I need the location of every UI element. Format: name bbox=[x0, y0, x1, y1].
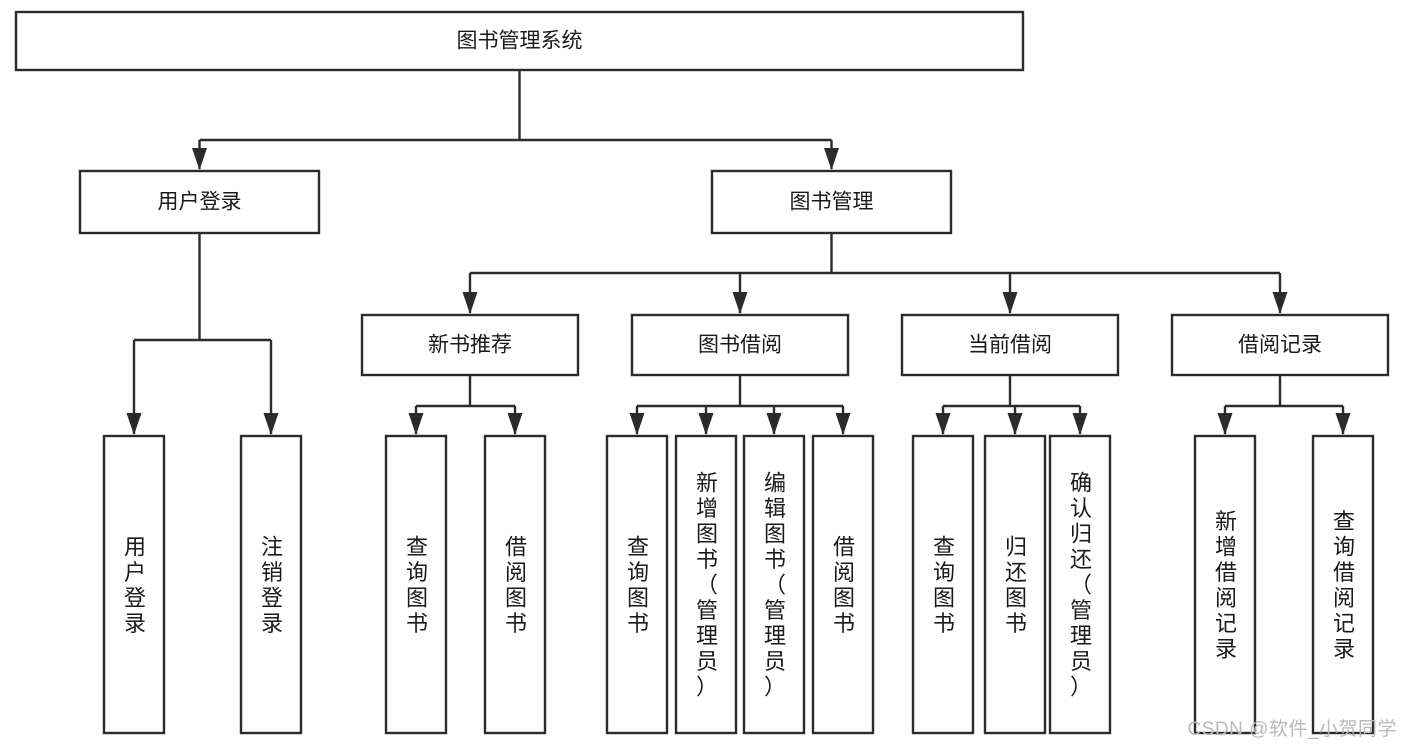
connector-layer bbox=[126, 70, 1351, 435]
node-current-borrow[interactable]: 当前借阅 bbox=[900, 313, 1120, 377]
node-leaf-query-book-1[interactable]: 查询图书 bbox=[384, 434, 448, 735]
node-box[interactable] bbox=[78, 169, 321, 235]
node-layer: 图书管理系统用户登录图书管理新书推荐图书借阅当前借阅借阅记录用户登录注销登录查询… bbox=[14, 10, 1390, 735]
arrow-head-icon bbox=[629, 413, 645, 435]
node-label-current-borrow: 当前借阅 bbox=[968, 334, 1052, 357]
arrow-head-icon bbox=[1007, 413, 1023, 435]
arrow-head-icon bbox=[1335, 413, 1351, 435]
node-label-borrow-record: 借阅记录 bbox=[1238, 334, 1322, 357]
arrow-head-icon bbox=[126, 413, 142, 435]
node-label-leaf-confirm-return: 确认归还（管理员） bbox=[1070, 471, 1092, 700]
node-box[interactable] bbox=[1311, 434, 1375, 735]
root-title-label: 图书管理系统 bbox=[457, 30, 583, 53]
node-leaf-confirm-return[interactable]: 确认归还（管理员） bbox=[1048, 434, 1112, 735]
node-label-leaf-query-record: 查询借阅记录 bbox=[1333, 509, 1355, 662]
node-box[interactable] bbox=[811, 434, 875, 735]
arrow-head-icon bbox=[698, 413, 714, 435]
node-box[interactable] bbox=[1193, 434, 1257, 735]
node-leaf-query-book-3[interactable]: 查询图书 bbox=[911, 434, 975, 735]
node-box[interactable] bbox=[605, 434, 669, 735]
node-label-leaf-add-book: 新增图书（管理员） bbox=[696, 471, 718, 700]
node-leaf-query-book-2[interactable]: 查询图书 bbox=[605, 434, 669, 735]
arrow-head-icon bbox=[732, 292, 748, 314]
node-box[interactable] bbox=[983, 434, 1047, 735]
node-leaf-return-book[interactable]: 归还图书 bbox=[983, 434, 1047, 735]
node-label-leaf-add-record: 新增借阅记录 bbox=[1215, 509, 1237, 662]
arrow-head-icon bbox=[766, 413, 782, 435]
arrow-head-icon bbox=[1002, 292, 1018, 314]
node-box[interactable] bbox=[630, 313, 850, 377]
node-box[interactable] bbox=[239, 434, 303, 735]
node-box[interactable] bbox=[360, 313, 580, 377]
watermark-text: CSDN @软件_小贺同学 bbox=[1187, 719, 1397, 740]
arrow-head-icon bbox=[1272, 292, 1288, 314]
node-box[interactable] bbox=[14, 10, 1025, 72]
node-box[interactable] bbox=[102, 434, 166, 735]
arrow-head-icon bbox=[824, 148, 839, 170]
node-label-leaf-borrow-book-1: 借阅图书 bbox=[505, 534, 527, 636]
node-box[interactable] bbox=[900, 313, 1120, 377]
arrow-head-icon bbox=[1217, 413, 1233, 435]
arrow-head-icon bbox=[835, 413, 851, 435]
node-label-book-manage: 图书管理 bbox=[790, 191, 874, 214]
node-book-borrow[interactable]: 图书借阅 bbox=[630, 313, 850, 377]
node-box[interactable] bbox=[911, 434, 975, 735]
node-leaf-borrow-book-1[interactable]: 借阅图书 bbox=[483, 434, 547, 735]
arrow-head-icon bbox=[263, 413, 279, 435]
node-leaf-edit-book[interactable]: 编辑图书（管理员） bbox=[742, 434, 806, 735]
arrow-head-icon bbox=[1072, 413, 1088, 435]
node-leaf-user-login[interactable]: 用户登录 bbox=[102, 434, 166, 735]
arrow-head-icon bbox=[935, 413, 951, 435]
node-label-leaf-return-book: 归还图书 bbox=[1005, 534, 1027, 636]
node-label-leaf-logout-login: 注销登录 bbox=[261, 534, 283, 636]
node-user-login[interactable]: 用户登录 bbox=[78, 169, 321, 235]
node-leaf-add-book[interactable]: 新增图书（管理员） bbox=[674, 434, 738, 735]
node-box[interactable] bbox=[674, 434, 738, 735]
node-book-manage[interactable]: 图书管理 bbox=[710, 169, 953, 235]
node-new-book-recommend[interactable]: 新书推荐 bbox=[360, 313, 580, 377]
node-label-leaf-user-login: 用户登录 bbox=[124, 534, 146, 636]
node-box[interactable] bbox=[483, 434, 547, 735]
node-borrow-record[interactable]: 借阅记录 bbox=[1170, 313, 1390, 377]
node-label-user-login: 用户登录 bbox=[158, 191, 242, 214]
node-leaf-borrow-book-2[interactable]: 借阅图书 bbox=[811, 434, 875, 735]
node-box[interactable] bbox=[742, 434, 806, 735]
arrow-head-icon bbox=[192, 148, 207, 170]
arrow-head-icon bbox=[507, 413, 523, 435]
node-label-leaf-borrow-book-2: 借阅图书 bbox=[833, 534, 855, 636]
node-root[interactable]: 图书管理系统 bbox=[14, 10, 1025, 72]
node-leaf-logout-login[interactable]: 注销登录 bbox=[239, 434, 303, 735]
node-label-leaf-edit-book: 编辑图书（管理员） bbox=[764, 471, 786, 700]
node-leaf-add-record[interactable]: 新增借阅记录 bbox=[1193, 434, 1257, 735]
node-label-new-book-recommend: 新书推荐 bbox=[428, 334, 512, 357]
node-label-leaf-query-book-1: 查询图书 bbox=[406, 534, 428, 636]
node-label-book-borrow: 图书借阅 bbox=[698, 334, 782, 357]
node-label-leaf-query-book-3: 查询图书 bbox=[933, 534, 955, 636]
node-leaf-query-record[interactable]: 查询借阅记录 bbox=[1311, 434, 1375, 735]
node-label-leaf-query-book-2: 查询图书 bbox=[627, 534, 649, 636]
node-box[interactable] bbox=[1048, 434, 1112, 735]
node-box[interactable] bbox=[1170, 313, 1390, 377]
arrow-head-icon bbox=[462, 292, 478, 314]
node-box[interactable] bbox=[710, 169, 953, 235]
arrow-head-icon bbox=[408, 413, 424, 435]
node-box[interactable] bbox=[384, 434, 448, 735]
